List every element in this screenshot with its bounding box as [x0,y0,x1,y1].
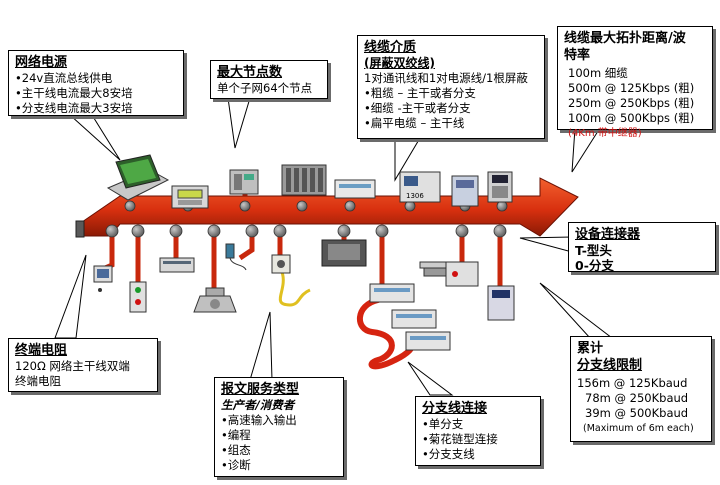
network-power-title: 网络电源 [15,55,68,70]
tap-node [124,200,136,212]
callout-max-topology: 线缆最大拓扑距离/波 特率 100m 细缆 500m @ 125Kbps (粗)… [557,26,713,139]
valve-icon [193,287,237,313]
callout-network-power: 网络电源 •24v直流总线供电 •主干线电流最大8安培 •分支线电流最大3安培 [8,50,184,116]
computer-icon [93,265,113,292]
cable-media-line: •细缆 -主干或者分支 [364,101,471,115]
tap-node [296,200,308,212]
drive-icon: 1306 [399,171,441,203]
callout-cable-media: 线缆介质 (屏蔽双绞线) 1对通讯线和1对电源线/1根屏蔽 •粗缆 – 主干或者… [357,35,545,139]
tap-node [245,224,259,238]
cable-media-subtitle: (屏蔽双绞线) [364,56,435,70]
branch-connection-line: •单分支 [422,417,464,431]
rack-icon [281,164,327,196]
message-types-subtitle: 生产者/消费者 [221,398,295,412]
pointer-max-nodes [227,97,251,149]
tap-node [169,224,183,238]
cable-media-line: •粗缆 – 主干或者分支 [364,86,476,100]
keypad-icon [487,171,513,203]
cumulative-line: 78m @ 250Kbaud [585,391,689,405]
terminator-line: 120Ω 网络主干线双端 [15,359,130,373]
terminator-line: 终端电阻 [15,374,61,388]
gateway-icon [445,261,479,287]
branch-connection-line: •分支支线 [422,447,475,461]
motor-starter-icon [321,239,367,267]
yellow-cable [278,271,311,307]
message-types-line: •组态 [221,443,251,457]
pointer-branch-connection [407,361,454,396]
device-connector-title: 设备连接器 [575,227,641,242]
svg-text:1306: 1306 [406,192,424,200]
io-block-icon [159,257,195,273]
message-types-line: •编程 [221,428,251,442]
trunk-nodes [105,200,508,238]
pointer-terminator [54,254,87,339]
sensor-icon [225,243,247,271]
cable-media-title: 线缆介质 [364,40,417,55]
device-connector-line: 0-分支 [575,258,614,273]
max-topology-note: (4Km 带中继器) [568,128,642,139]
max-topology-line: 500m @ 125Kbps (粗) [568,81,695,95]
max-topology-line: 250m @ 250Kbps (粗) [568,96,695,110]
tap-node [207,224,221,238]
tap-node [344,200,356,212]
message-types-line: •高速输入输出 [221,413,297,427]
tap-node [455,224,469,238]
tap-node [337,224,351,238]
cumulative-title: 累计 [577,341,604,356]
cumulative-line: 156m @ 125Kbaud [577,376,688,390]
daisy-chain-cable [356,297,423,370]
message-types-line: •诊断 [221,458,251,472]
drive-unit-icon [487,285,515,321]
terminator-cap [75,220,85,238]
callout-message-types: 报文服务类型 生产者/消费者 •高速输入输出 •编程 •组态 •诊断 [214,377,344,477]
photo-sensor-icon [271,254,291,274]
pointer-message-types [249,311,273,381]
pushbutton-station-icon [129,281,147,313]
callout-terminator: 终端电阻 120Ω 网络主干线双端 终端电阻 [8,338,158,392]
max-nodes-line: 单个子网64个节点 [217,81,313,95]
cable-media-line: •扁平电缆 – 主干线 [364,116,465,130]
tap-node [273,224,287,238]
cumulative-subtitle: 分支线限制 [577,358,643,373]
tap-node [493,224,507,238]
network-power-line: •主干线电流最大8安培 [15,86,133,100]
tap-node [239,200,251,212]
max-topology-title-cont: 特率 [564,48,591,63]
laptop-icon [106,154,170,201]
pointer-device-connector [519,236,573,253]
pointer-cumulative [539,282,614,339]
drop-line [238,232,255,261]
network-power-line: •分支线电流最大3安培 [15,101,133,115]
max-nodes-title: 最大节点数 [217,65,283,80]
controller-icon [229,169,259,195]
callout-cumulative: 累计 分支线限制 156m @ 125Kbaud 78m @ 250Kbaud … [570,336,712,442]
callout-device-connector: 设备连接器 T-型头 0-分支 [568,222,716,273]
max-topology-title: 线缆最大拓扑距离/波 [564,31,686,46]
tap-node [131,224,145,238]
cumulative-line: 39m @ 500Kbaud [585,406,689,420]
io-module-icon [334,179,376,199]
cumulative-note: (Maximum of 6m each) [583,423,694,434]
tap-node [375,224,389,238]
io-modules-stack-icon [369,283,451,351]
cable-media-line: 1对通讯线和1对电源线/1根屏蔽 [364,71,528,85]
device-connector-line: T-型头 [575,243,612,258]
message-types-title: 报文服务类型 [221,382,300,397]
max-topology-line: 100m 细缆 [568,66,628,80]
callout-branch-connection: 分支线连接 •单分支 •菊花链型连接 •分支支线 [415,396,541,466]
branch-connection-line: •菊花链型连接 [422,432,498,446]
terminator-title: 终端电阻 [15,343,68,358]
terminal-icon [451,175,479,207]
callout-max-nodes: 最大节点数 单个子网64个节点 [210,60,328,99]
drop-line [104,232,115,271]
pointer-network-power [68,114,121,161]
branch-connection-title: 分支线连接 [422,401,488,416]
network-power-line: •24v直流总线供电 [15,71,113,85]
hmi-panel-icon [171,185,209,209]
tap-node [105,224,119,238]
max-topology-line: 100m @ 500Kbps (粗) [568,111,695,125]
